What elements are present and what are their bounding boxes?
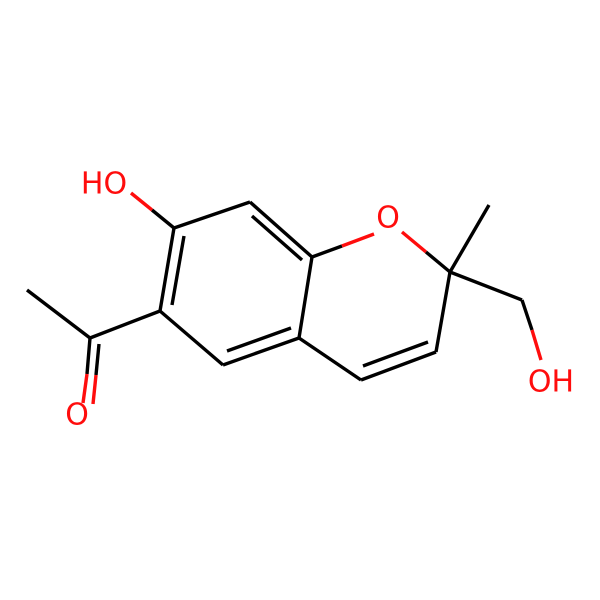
bond-carbonyl-double-a-o — [81, 373, 89, 404]
bond-carbonyl-double-a — [85, 337, 92, 375]
bond-c8-c8a-inner — [250, 214, 304, 262]
atom-label-hydroxyl-right: OH — [528, 365, 574, 400]
atom-label-hydroxyl-top: HO — [81, 167, 127, 202]
bond-c2-c3 — [434, 271, 452, 353]
bond-o1-c2-o — [400, 230, 428, 254]
bond-c4a-c5-inner — [226, 326, 292, 353]
bond-c7-c8 — [173, 200, 251, 230]
bond-methyl-carbonyl — [25, 288, 92, 340]
bond-c2-ch2 — [449, 270, 523, 302]
bond-c2-methyl — [448, 204, 491, 273]
bond-c6-c7-inner — [170, 235, 186, 306]
bond-c4a-c5 — [222, 336, 300, 367]
bond-c8a-c4a — [297, 256, 314, 339]
bond-c8a-o1-o — [341, 232, 375, 248]
bond-c3-c4 — [360, 350, 437, 382]
bond-c8a-o1 — [311, 244, 343, 259]
bond-c7-oh — [150, 208, 176, 230]
bond-c7-oh-o — [129, 191, 154, 212]
bond-c5-c6 — [158, 309, 225, 367]
bond-ch2-oh — [520, 299, 534, 331]
bond-c3-c4-inner — [362, 340, 429, 368]
atom-label-ring-oxygen: O — [376, 201, 400, 236]
bond-ch2-oh-o — [530, 329, 543, 361]
bond-carbonyl-ring — [89, 309, 161, 340]
bond-c8-c8a — [248, 200, 314, 259]
bond-carbonyl-double-b — [94, 343, 101, 376]
bond-o1-c2 — [424, 250, 452, 274]
bond-c6-c7 — [158, 227, 176, 312]
atom-label-carbonyl-oxygen: O — [65, 398, 89, 433]
bond-c4-c4a — [298, 336, 362, 382]
bond-carbonyl-double-b-o — [91, 374, 98, 405]
